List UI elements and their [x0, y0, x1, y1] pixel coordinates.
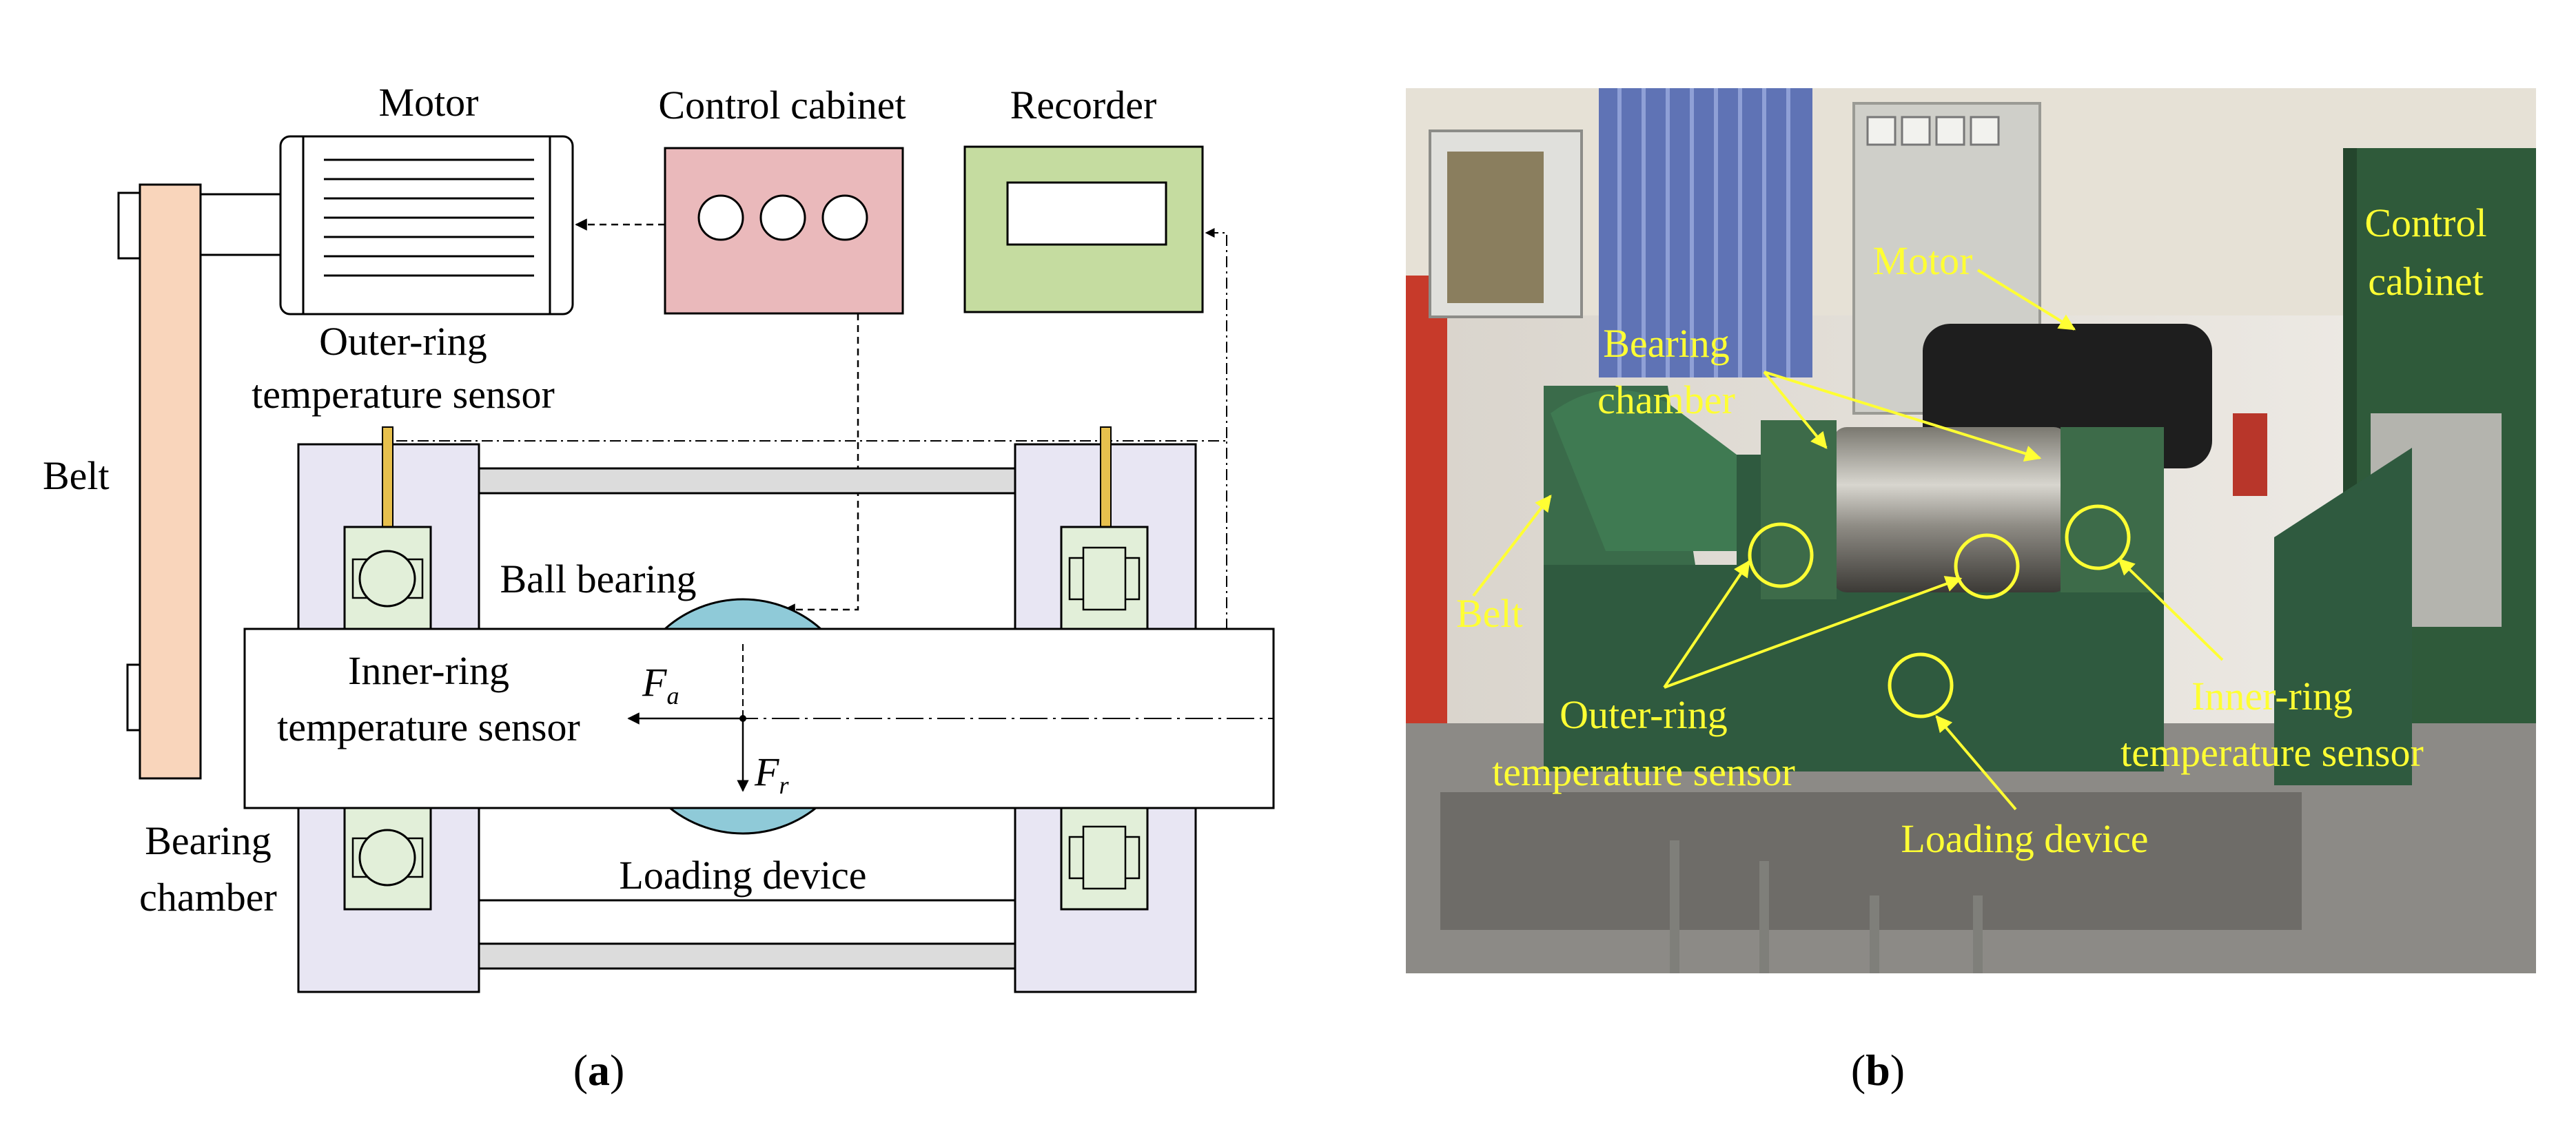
panel-a-schematic: Motor Control cabinet Recorder Belt Oute… — [43, 80, 1275, 1095]
photo-label-loading-device: Loading device — [1901, 816, 2148, 861]
outer-ring-sensor-left — [382, 426, 393, 528]
control-knob-2 — [759, 194, 806, 241]
caption-a: (a) — [573, 1046, 625, 1095]
control-to-loading-line — [783, 313, 859, 616]
label-recorder: Recorder — [1010, 83, 1157, 127]
motor-shaft — [199, 193, 283, 256]
photo-highlight-loading — [1888, 652, 1954, 718]
photo-label-belt: Belt — [1456, 591, 1523, 636]
photo-label-inner-ring-1: Inner-ring — [2191, 674, 2353, 718]
label-belt: Belt — [43, 453, 110, 498]
upper-rail — [478, 467, 1016, 495]
outer-ring-sensor-right — [1100, 426, 1112, 528]
leader-belt — [1472, 495, 1552, 597]
ball-bearing-top-left — [343, 526, 432, 632]
roller-bearing-bottom-right — [1060, 805, 1149, 911]
recorder-screen — [1006, 181, 1167, 246]
photo-label-outer-ring-2: temperature sensor — [1492, 749, 1795, 794]
lower-rail-1 — [478, 899, 1016, 945]
photo-label-bearing-chamber-2: chamber — [1597, 377, 1735, 422]
label-force-radial: Fr — [754, 749, 789, 799]
motor-body — [279, 135, 574, 315]
photo-drum — [1833, 427, 2067, 592]
photo-belt-guard — [1551, 389, 1737, 551]
photo-highlight-outer-left — [1748, 522, 1814, 588]
panel-b-photo: Control cabinet Motor Bearing chamber Be… — [1406, 88, 2536, 1095]
sensor-signal-line — [396, 228, 1227, 442]
photo-highlight-outer-right — [1954, 533, 2020, 599]
motor-fins — [324, 158, 534, 277]
control-knob-1 — [697, 194, 744, 241]
label-bearing-chamber-1: Bearing — [145, 818, 272, 863]
ball-bearing-bottom-left — [343, 805, 432, 911]
photo-label-bearing-chamber-1: Bearing — [1603, 321, 1730, 366]
leader-loading — [1935, 715, 2017, 811]
caption-b: (b) — [1851, 1046, 1905, 1095]
label-outer-ring-sensor-2: temperature sensor — [252, 372, 555, 417]
label-outer-ring-sensor-1: Outer-ring — [319, 319, 487, 364]
control-knob-3 — [821, 194, 868, 241]
leader-motor — [1976, 269, 2076, 331]
photo-window-blinds — [1599, 88, 1812, 377]
roller-bearing-top-right — [1060, 526, 1149, 632]
belt — [139, 183, 202, 780]
label-ball-bearing: Ball bearing — [500, 557, 696, 601]
label-force-axial: Fa — [642, 660, 679, 709]
leader-outer-1 — [1663, 560, 1750, 689]
label-control-cabinet: Control cabinet — [658, 83, 906, 127]
photo-label-control-cabinet-1: Control — [2364, 200, 2486, 245]
label-inner-ring-sensor-1: Inner-ring — [348, 648, 509, 693]
lower-rail-2 — [478, 942, 1016, 970]
photo-label-control-cabinet-2: cabinet — [2368, 259, 2483, 304]
label-motor: Motor — [379, 80, 479, 125]
label-inner-ring-sensor-2: temperature sensor — [277, 705, 580, 749]
leader-chamber-2 — [1764, 371, 2042, 462]
leader-inner — [2118, 558, 2224, 661]
leader-chamber-1 — [1763, 371, 1828, 449]
photo-label-outer-ring-1: Outer-ring — [1560, 692, 1728, 737]
photo-label-inner-ring-2: temperature sensor — [2120, 730, 2424, 775]
leader-outer-2 — [1664, 576, 1963, 689]
label-bearing-chamber-2: chamber — [139, 875, 277, 920]
photo-label-motor: Motor — [1873, 238, 1973, 283]
shaft — [243, 628, 1275, 809]
label-loading-device: Loading device — [619, 853, 866, 898]
photo-highlight-inner — [2065, 504, 2131, 570]
